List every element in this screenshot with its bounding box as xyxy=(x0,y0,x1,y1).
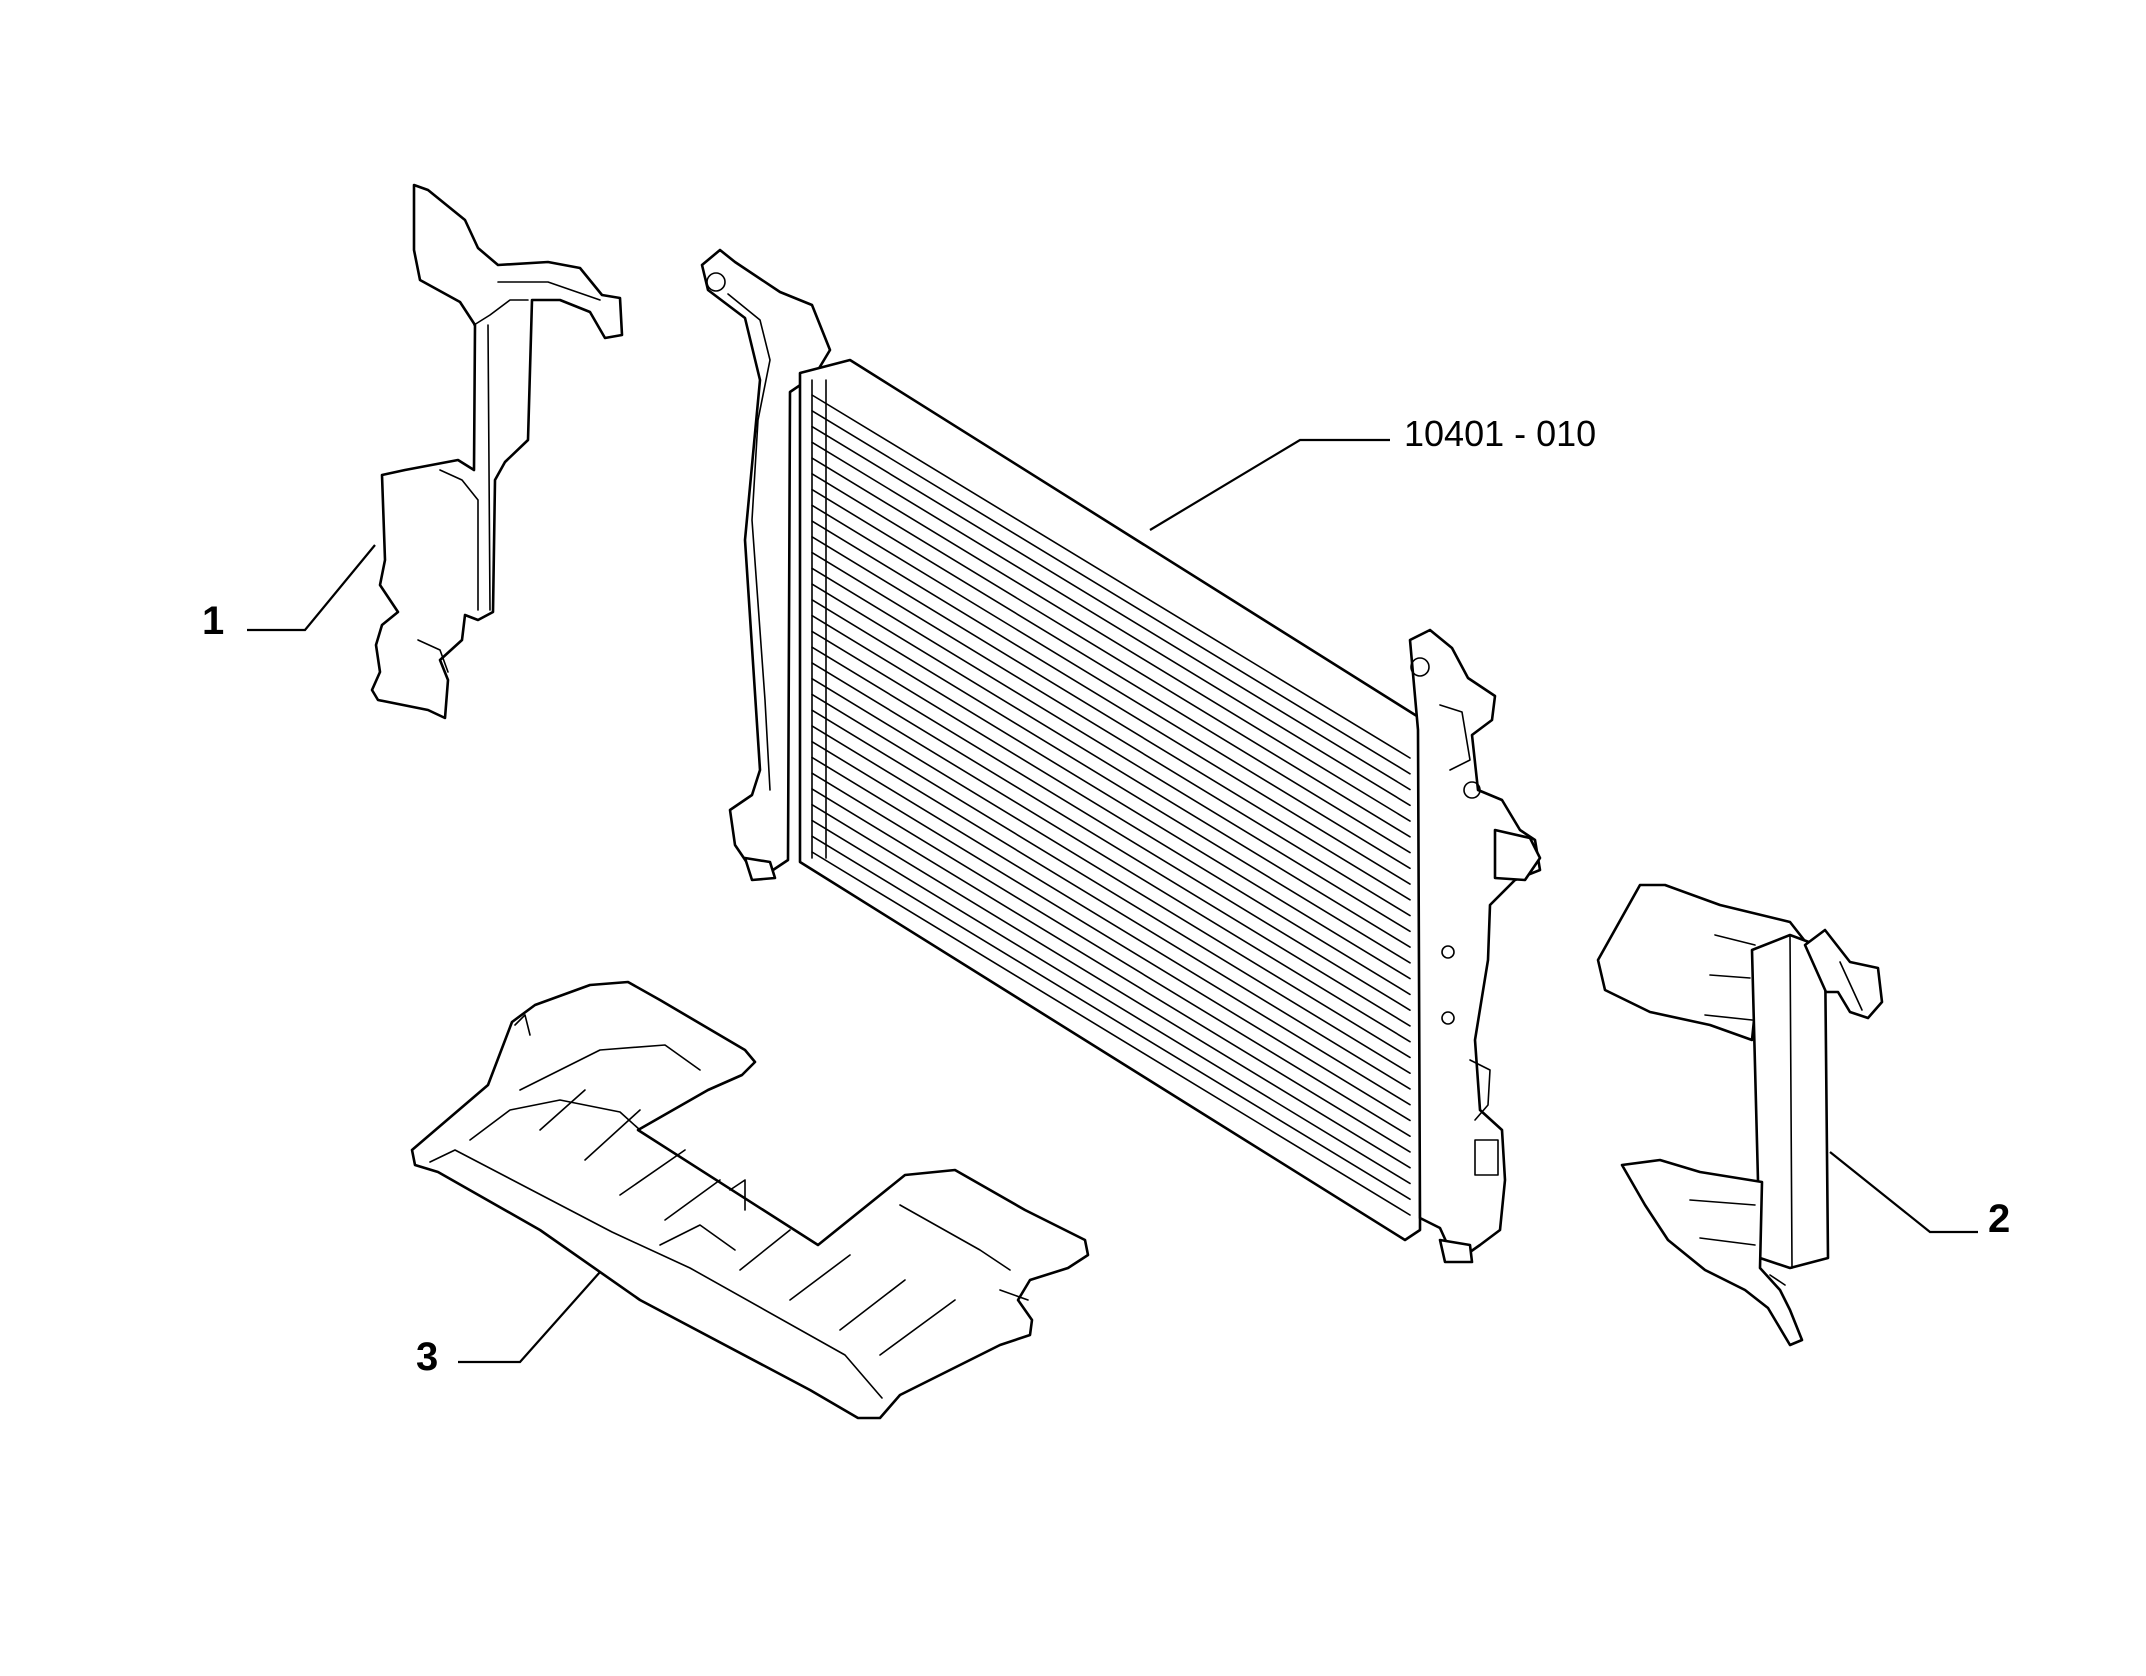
radiator-fin xyxy=(811,394,1411,759)
radiator-reference-number: 10401 - 010 xyxy=(1404,413,1596,454)
radiator-fin xyxy=(811,630,1411,996)
radiator-fin xyxy=(811,599,1411,964)
radiator-fin xyxy=(811,803,1411,1169)
radiator-fin xyxy=(811,788,1411,1153)
radiator-fin xyxy=(811,693,1411,1059)
right-air-deflector xyxy=(1596,883,1884,1347)
callout-2: 2 xyxy=(1988,1197,2010,1241)
radiator-fin xyxy=(811,756,1411,1122)
left-air-deflector xyxy=(370,183,624,720)
radiator-fins xyxy=(811,394,1411,1216)
radiator-fin xyxy=(811,677,1411,1043)
radiator xyxy=(700,248,1542,1264)
radiator-fin xyxy=(811,504,1411,870)
radiator-fin xyxy=(811,819,1411,1185)
radiator-fin xyxy=(811,709,1411,1074)
radiator-fin xyxy=(811,409,1411,775)
radiator-fin xyxy=(811,551,1411,917)
radiator-fin xyxy=(811,851,1411,1216)
radiator-fin xyxy=(811,583,1411,948)
radiator-fin xyxy=(811,457,1411,822)
radiator-fin xyxy=(811,425,1411,791)
radiator-fin xyxy=(811,740,1411,1106)
radiator-fin xyxy=(811,520,1411,885)
callout-1: 1 xyxy=(202,599,224,643)
radiator-fin xyxy=(811,488,1411,854)
radiator-fin xyxy=(811,772,1411,1138)
radiator-fin xyxy=(811,567,1411,933)
radiator-fin xyxy=(811,536,1411,901)
leader-line-1 xyxy=(247,544,376,632)
radiator-fin xyxy=(811,614,1411,980)
lower-air-shield xyxy=(410,980,1090,1420)
radiator-fin xyxy=(811,441,1411,807)
radiator-fin xyxy=(811,646,1411,1011)
leader-line-3 xyxy=(458,1271,601,1364)
radiator-fin xyxy=(811,835,1411,1201)
leader-line-2 xyxy=(1829,1151,1978,1234)
radiator-fin xyxy=(811,472,1411,838)
radiator-fin xyxy=(811,725,1411,1090)
callout-3: 3 xyxy=(416,1335,438,1379)
radiator-fin xyxy=(811,662,1411,1027)
leader-line-radiator xyxy=(1149,438,1390,531)
